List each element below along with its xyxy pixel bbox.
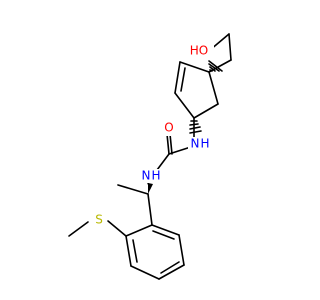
solid-wedge — [148, 183, 153, 194]
bond-chiral-methyl — [117, 184, 149, 195]
sulfur-text: S — [95, 213, 103, 227]
bond-c3-c2 — [174, 61, 181, 94]
amide-nh-upper-label: N H — [188, 137, 212, 151]
hydroxyl-text: HO — [190, 44, 208, 58]
bond-c4-c3 — [179, 61, 210, 73]
bond-co-double-b — [169, 133, 173, 155]
bond-ar-in3 — [152, 230, 175, 240]
bond-ch2-ring — [228, 33, 232, 61]
bond-ar-in1 — [132, 239, 138, 263]
amide-h-upper-text: H — [200, 137, 209, 151]
molecule-structure: HO O N H N H S — [68, 33, 232, 280]
bond-c1-c5 — [193, 103, 219, 119]
bond-ar3 — [130, 265, 160, 280]
sulfur-label: S — [93, 213, 105, 227]
amide-n-lower-text: N — [142, 169, 151, 183]
molecule-canvas: HO O N H N H S — [68, 33, 232, 280]
bond-ar5 — [178, 234, 185, 266]
carbonyl-oxygen-label: O — [164, 121, 174, 136]
bond-ar1 — [125, 224, 153, 237]
bond-chiral-aryl — [147, 193, 153, 226]
bond-ar-in2 — [160, 261, 180, 274]
hashed-wedge-c1 — [189, 120, 202, 134]
bond-c2-c1 — [174, 92, 195, 119]
hashed-wedge-c4 — [208, 59, 232, 73]
bond-s-methyl — [68, 221, 89, 237]
hydroxyl-label: HO — [190, 44, 214, 58]
amide-nh-lower-label: N H — [138, 169, 162, 183]
bond-ar4 — [158, 264, 185, 280]
bond-co-double-a — [166, 133, 170, 155]
bond-ar-s — [107, 220, 127, 237]
amide-h-lower-text: H — [151, 169, 160, 183]
carbonyl-oxygen-text: O — [164, 121, 173, 135]
bond-carbonyl-nh2 — [156, 153, 170, 171]
amide-n-upper-text: N — [191, 137, 200, 151]
bond-c5-c4 — [208, 71, 219, 105]
bond-ar6 — [151, 224, 180, 236]
bond-c3-c2-double — [180, 67, 186, 92]
bond-ar2 — [125, 235, 132, 267]
